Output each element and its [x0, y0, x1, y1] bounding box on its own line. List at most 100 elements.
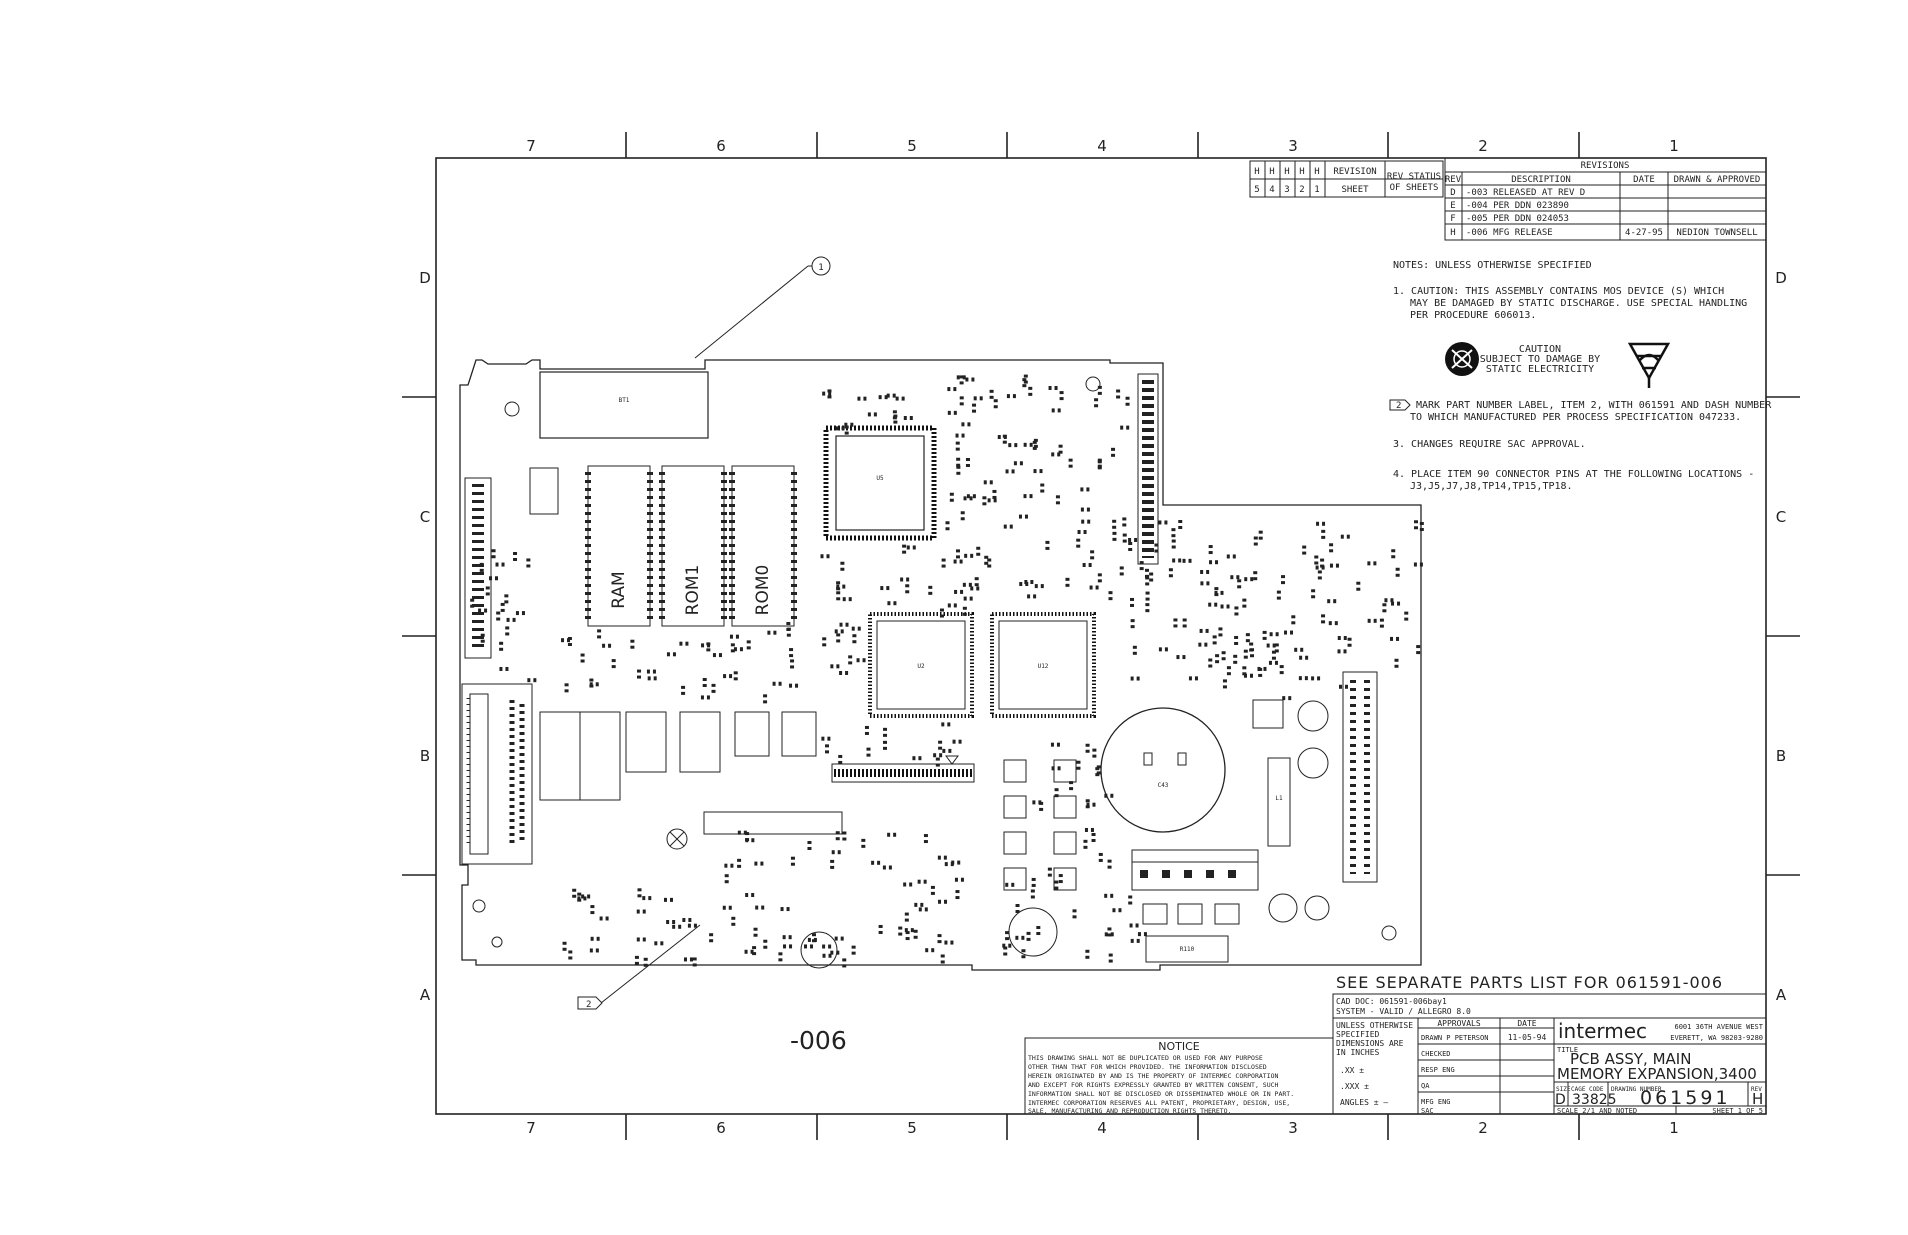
smd-part — [724, 874, 729, 884]
smd-part — [983, 480, 993, 485]
notice-title: NOTICE — [1158, 1040, 1200, 1053]
revisions-title: REVISIONS — [1581, 161, 1630, 171]
smd-part — [729, 634, 739, 639]
rev-header-desc: DESCRIPTION — [1511, 175, 1571, 185]
smd-part — [1023, 442, 1033, 447]
smd-part — [851, 945, 856, 955]
smd-part — [709, 933, 714, 943]
smd-part — [1321, 529, 1326, 539]
parts-list-reference: SEE SEPARATE PARTS LIST FOR 061591-006 — [1336, 973, 1723, 992]
note-1-line-c: PER PROCEDURE 606013. — [1410, 310, 1536, 321]
smd-part — [634, 955, 639, 965]
chip-pin — [659, 528, 665, 531]
smd-components — [470, 374, 1424, 968]
smd-part — [663, 897, 673, 902]
smd-part — [830, 664, 840, 669]
chip-pin — [729, 584, 735, 587]
smd-part — [581, 894, 591, 899]
smd-part — [599, 916, 609, 921]
smd-part — [1019, 582, 1029, 587]
smd-part — [1132, 645, 1137, 655]
tolerance-xx: .XX ± — [1340, 1066, 1364, 1075]
smd-part — [878, 924, 883, 934]
callout-item-1: 1 — [694, 256, 831, 359]
chip-pin — [721, 616, 727, 619]
smd-part — [1104, 793, 1114, 798]
smd-part — [1266, 643, 1276, 648]
mount-hole — [491, 936, 503, 948]
chip-pin — [729, 568, 735, 571]
smd-part — [1218, 627, 1223, 637]
zone-row-b-right: B — [1776, 747, 1786, 765]
connector-j16-header — [1137, 373, 1159, 565]
chip-pin — [585, 504, 591, 507]
smd-part — [1158, 647, 1168, 652]
chip-pin — [791, 488, 797, 491]
rev-letter-4: H — [1269, 167, 1274, 177]
smd-part — [962, 606, 967, 616]
unless-line-2: SPECIFIED — [1336, 1030, 1380, 1039]
smd-part — [527, 678, 537, 683]
smd-part — [1050, 742, 1060, 747]
smd-part — [945, 521, 950, 531]
smd-part — [1168, 568, 1173, 578]
chip-pin — [647, 544, 653, 547]
smd-part — [1178, 520, 1183, 530]
smd-part — [939, 608, 944, 618]
smd-part — [895, 396, 905, 401]
smd-part — [1122, 533, 1127, 543]
smd-part — [1065, 577, 1070, 587]
smd-part — [960, 511, 965, 521]
smd-part — [955, 890, 960, 900]
chip-pin — [647, 520, 653, 523]
chip-u2-label: U2 — [917, 663, 925, 670]
chip-pin — [791, 616, 797, 619]
smd-part — [953, 559, 963, 564]
zone-col-2: 2 — [1478, 137, 1488, 155]
smd-part — [666, 919, 676, 924]
smd-part — [1171, 539, 1176, 549]
smd-part — [904, 928, 914, 933]
chip-pin — [721, 584, 727, 587]
chip-pin — [585, 552, 591, 555]
smd-part — [1258, 530, 1263, 540]
smd-part — [1243, 673, 1253, 678]
smd-part — [679, 641, 689, 646]
chip-pin — [721, 568, 727, 571]
chip-u-small — [529, 467, 559, 515]
mfg-eng-label: MFG ENG — [1421, 1098, 1451, 1106]
smd-part — [1356, 581, 1361, 591]
smd-part — [636, 909, 646, 914]
smd-part — [918, 907, 928, 912]
smd-part — [1002, 943, 1012, 948]
smd-part — [938, 740, 943, 750]
smd-part — [1215, 654, 1220, 664]
chip-pin — [659, 552, 665, 555]
smd-part — [857, 396, 867, 401]
chip-pin — [585, 592, 591, 595]
smd-part — [1027, 594, 1037, 599]
smd-part — [984, 555, 989, 565]
chip-pin — [659, 592, 665, 595]
smd-part — [1413, 520, 1418, 530]
note-2-number: 2 — [1396, 401, 1401, 411]
rev-status-title-2: OF SHEETS — [1390, 183, 1439, 193]
transistor-pads — [1003, 759, 1240, 925]
chip-pin — [729, 552, 735, 555]
smd-part — [1237, 579, 1242, 589]
cage-label: CAGE CODE — [1571, 1086, 1604, 1093]
smd-part — [942, 748, 952, 753]
smd-part — [917, 879, 927, 884]
smd-part — [923, 834, 928, 844]
chip-pin — [791, 528, 797, 531]
zone-col-3: 3 — [1288, 137, 1298, 155]
pcb-outline — [459, 359, 1422, 971]
smd-part — [1112, 531, 1117, 541]
chip-pin — [791, 552, 797, 555]
chip-pin — [659, 480, 665, 483]
smd-part — [1091, 833, 1096, 843]
smd-part — [856, 658, 866, 663]
chip-pin — [721, 600, 727, 603]
smd-part — [744, 949, 754, 954]
chip-pin — [647, 512, 653, 515]
